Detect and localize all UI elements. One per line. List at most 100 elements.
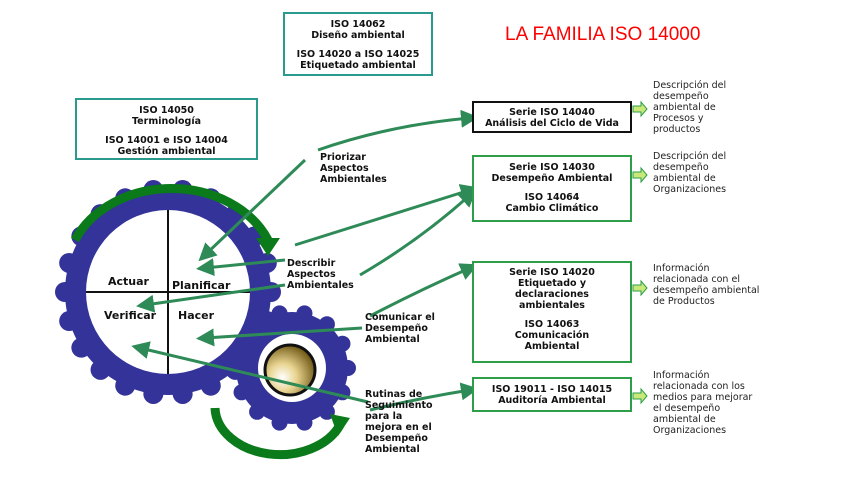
box-text: Diseño ambiental	[311, 30, 405, 41]
desc-text: relacionada con los	[653, 381, 745, 392]
box-text: Análisis del Ciclo de Vida	[485, 118, 619, 129]
gear-tooth	[59, 252, 80, 273]
box-text: Serie ISO 14030	[509, 162, 595, 173]
step-text: Priorizar	[320, 152, 366, 163]
box-text: ISO 14001 e ISO 14004	[105, 135, 228, 146]
desc-text: Organizaciones	[653, 425, 727, 436]
box-serie-14040: Serie ISO 14040 Análisis del Ciclo de Vi…	[472, 101, 632, 133]
gear-tooth	[143, 383, 164, 404]
step-text: Seguimiento	[365, 400, 433, 411]
arrow-describir2-14030	[359, 188, 477, 277]
gear-tooth	[55, 282, 75, 302]
box-text: Etiquetado ambiental	[300, 60, 416, 71]
desc-text: de Productos	[653, 296, 715, 307]
step-describir: Describir Aspectos Ambientales	[287, 258, 354, 291]
box-text: declaraciones	[515, 289, 589, 300]
desc-14030: Descripción del desempeño ambiental de O…	[653, 151, 726, 195]
step-text: Ambiental	[365, 334, 420, 345]
box-text: Serie ISO 14040	[509, 107, 595, 118]
cycle-planificar: Planificar	[172, 279, 231, 292]
box-text: ISO 19011 - ISO 14015	[491, 384, 613, 395]
step-text: Rutinas de	[365, 389, 423, 400]
arrow-describir-14030	[294, 184, 479, 247]
gear-tooth	[271, 305, 288, 322]
output-arrow-3	[632, 279, 648, 297]
cycle-arrow-bottom	[210, 407, 344, 460]
step-text: para la	[365, 411, 403, 422]
cycle-arrowhead-bottom	[330, 414, 350, 436]
step-rutinas: Rutinas de Seguimiento para la mejora en…	[365, 389, 433, 455]
step-text: Comunicar el	[365, 312, 435, 323]
desc-text: Descripción del	[653, 80, 727, 91]
cycle-verificar: Verificar	[104, 309, 157, 322]
desc-text: ambiental de	[653, 173, 716, 184]
desc-text: ambiental de	[653, 102, 716, 113]
desc-14020: Información relacionada con el desempeño…	[653, 263, 759, 307]
desc-text: desempeño	[653, 162, 709, 173]
desc-text: desempeño	[653, 91, 709, 102]
gear-tooth	[249, 403, 266, 420]
gear-tooth	[334, 335, 351, 352]
gear-tooth	[249, 316, 266, 333]
gear-tooth	[172, 383, 193, 404]
step-comunicar: Comunicar el Desempeño Ambiental	[365, 312, 435, 345]
step-text: Aspectos	[320, 163, 369, 174]
step-text: Aspectos	[287, 269, 336, 280]
box-text: Terminología	[131, 116, 202, 127]
gear-tooth	[115, 375, 136, 396]
gear-tooth	[71, 337, 92, 358]
cycle-hacer: Hacer	[178, 309, 215, 322]
output-arrow-1	[632, 100, 648, 118]
box-text: ISO 14020 a ISO 14025	[296, 49, 420, 60]
gear-tooth	[59, 311, 80, 332]
box-text: Auditoría Ambiental	[498, 395, 606, 406]
gear-tooth	[296, 414, 313, 431]
step-priorizar: Priorizar Aspectos Ambientales	[320, 152, 387, 185]
step-text: Desempeño	[365, 433, 428, 444]
output-arrow-4	[632, 387, 648, 405]
page-title: LA FAMILIA ISO 14000	[505, 24, 701, 45]
gear-tooth	[233, 384, 250, 401]
desc-text: Descripción del	[653, 151, 727, 162]
box-text: Cambio Climático	[505, 203, 599, 214]
desc-text: Información	[653, 370, 710, 381]
desc-text: relacionada con el	[653, 274, 740, 285]
arrow-describir-verificar	[136, 283, 286, 313]
desc-text: Procesos y	[653, 113, 704, 124]
box-iso-14050: ISO 14050 Terminología ISO 14001 e ISO 1…	[75, 98, 258, 160]
box-text: ISO 14050	[139, 105, 194, 116]
arrow-priorizar-14040	[317, 109, 479, 152]
box-text: Comunicación	[514, 330, 590, 341]
box-iso-19011: ISO 19011 - ISO 14015 Auditoría Ambienta…	[472, 377, 632, 412]
gear-tooth	[200, 375, 221, 396]
arrow-rutinas-verificar	[131, 341, 369, 404]
desc-text: el desempeño	[653, 403, 721, 414]
cycle-actuar: Actuar	[108, 275, 149, 288]
box-text: ambientales	[519, 300, 585, 311]
box-text: Gestión ambiental	[117, 146, 216, 157]
desc-text: Información	[653, 263, 710, 274]
gear-tooth	[340, 360, 356, 376]
desc-text: Organizaciones	[653, 184, 727, 195]
box-text: Desempeño Ambiental	[491, 173, 613, 184]
box-text: ISO 14064	[524, 192, 580, 203]
desc-19011: Información relacionada con los medios p…	[653, 370, 752, 436]
gear-tooth	[271, 414, 288, 431]
box-serie-14020: Serie ISO 14020 Etiquetado y declaracion…	[472, 261, 632, 363]
desc-text: productos	[653, 124, 701, 135]
arrow-rutinas-19011	[369, 382, 479, 412]
gear-tooth	[90, 359, 111, 380]
gear-tooth	[318, 316, 335, 333]
gear-tooth	[233, 335, 250, 352]
box-text: Ambiental	[524, 341, 580, 352]
desc-text: desempeño ambiental	[653, 285, 760, 296]
desc-text: medios para mejorar	[653, 392, 753, 403]
step-text: Ambientales	[287, 280, 354, 291]
step-text: Describir	[287, 258, 336, 269]
desc-14040: Descripción del desempeño ambiental de P…	[653, 80, 726, 135]
box-serie-14030: Serie ISO 14030 Desempeño Ambiental ISO …	[472, 155, 632, 222]
step-text: mejora en el	[365, 422, 432, 433]
box-text: ISO 14063	[524, 319, 580, 330]
cycle-arrow-top	[71, 184, 272, 243]
